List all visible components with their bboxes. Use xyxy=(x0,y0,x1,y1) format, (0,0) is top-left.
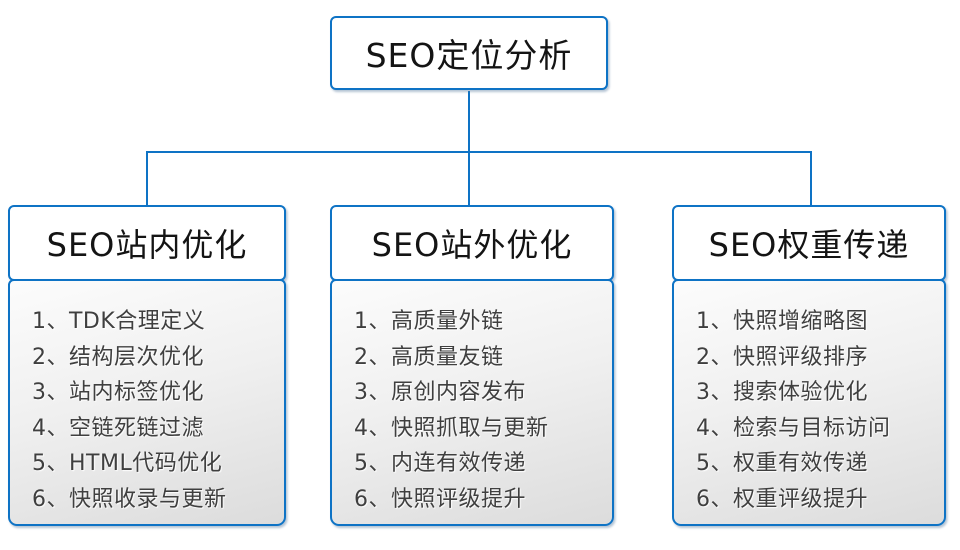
list-item: 6、快照收录与更新 xyxy=(32,486,227,512)
list-item: 4、空链死链过滤 xyxy=(32,415,204,441)
list-item: 4、快照抓取与更新 xyxy=(354,415,549,441)
list-item: 6、权重评级提升 xyxy=(696,486,868,512)
list-item: 4、检索与目标访问 xyxy=(696,415,891,441)
list-item: 5、权重有效传递 xyxy=(696,451,868,476)
connector-drop-right xyxy=(810,151,812,207)
branch-onsite-header: SEO站内优化 xyxy=(8,205,286,281)
connector-drop-left xyxy=(146,151,148,207)
list-item: 2、高质量友链 xyxy=(354,344,504,370)
root-node: SEO定位分析 xyxy=(330,16,608,90)
branch-weight-transfer: SEO权重传递 1、快照增缩略图 2、快照评级排序 3、搜索体验优化 4、检索与… xyxy=(672,205,946,526)
list-item: 5、HTML代码优化 xyxy=(32,451,223,476)
connector-horizontal xyxy=(146,151,812,153)
list-item: 6、快照评级提升 xyxy=(354,486,526,512)
branch-onsite-optimization: SEO站内优化 1、TDK合理定义 2、结构层次优化 3、站内标签优化 4、空链… xyxy=(8,205,286,526)
branch-offsite-list: 1、高质量外链 2、高质量友链 3、原创内容发布 4、快照抓取与更新 5、内连有… xyxy=(330,279,614,526)
branch-weight-title: SEO权重传递 xyxy=(708,226,910,264)
list-item: 3、站内标签优化 xyxy=(32,380,204,405)
branch-onsite-title: SEO站内优化 xyxy=(46,226,248,264)
branch-offsite-header: SEO站外优化 xyxy=(330,205,614,281)
branch-weight-list: 1、快照增缩略图 2、快照评级排序 3、搜索体验优化 4、检索与目标访问 5、权… xyxy=(672,279,946,526)
list-item: 3、原创内容发布 xyxy=(354,380,526,405)
branch-offsite-optimization: SEO站外优化 1、高质量外链 2、高质量友链 3、原创内容发布 4、快照抓取与… xyxy=(330,205,614,526)
connector-drop-middle xyxy=(468,151,470,207)
list-item: 5、内连有效传递 xyxy=(354,451,526,476)
root-node-title: SEO定位分析 xyxy=(365,36,573,75)
connector-root-vertical xyxy=(468,91,470,152)
list-item: 1、快照增缩略图 xyxy=(696,309,868,334)
branch-offsite-title: SEO站外优化 xyxy=(371,226,573,264)
branch-weight-header: SEO权重传递 xyxy=(672,205,946,281)
list-item: 2、结构层次优化 xyxy=(32,344,204,370)
list-item: 1、TDK合理定义 xyxy=(32,309,206,334)
list-item: 2、快照评级排序 xyxy=(696,344,868,370)
branch-onsite-list: 1、TDK合理定义 2、结构层次优化 3、站内标签优化 4、空链死链过滤 5、H… xyxy=(8,279,286,526)
list-item: 1、高质量外链 xyxy=(354,309,504,334)
list-item: 3、搜索体验优化 xyxy=(696,380,868,405)
